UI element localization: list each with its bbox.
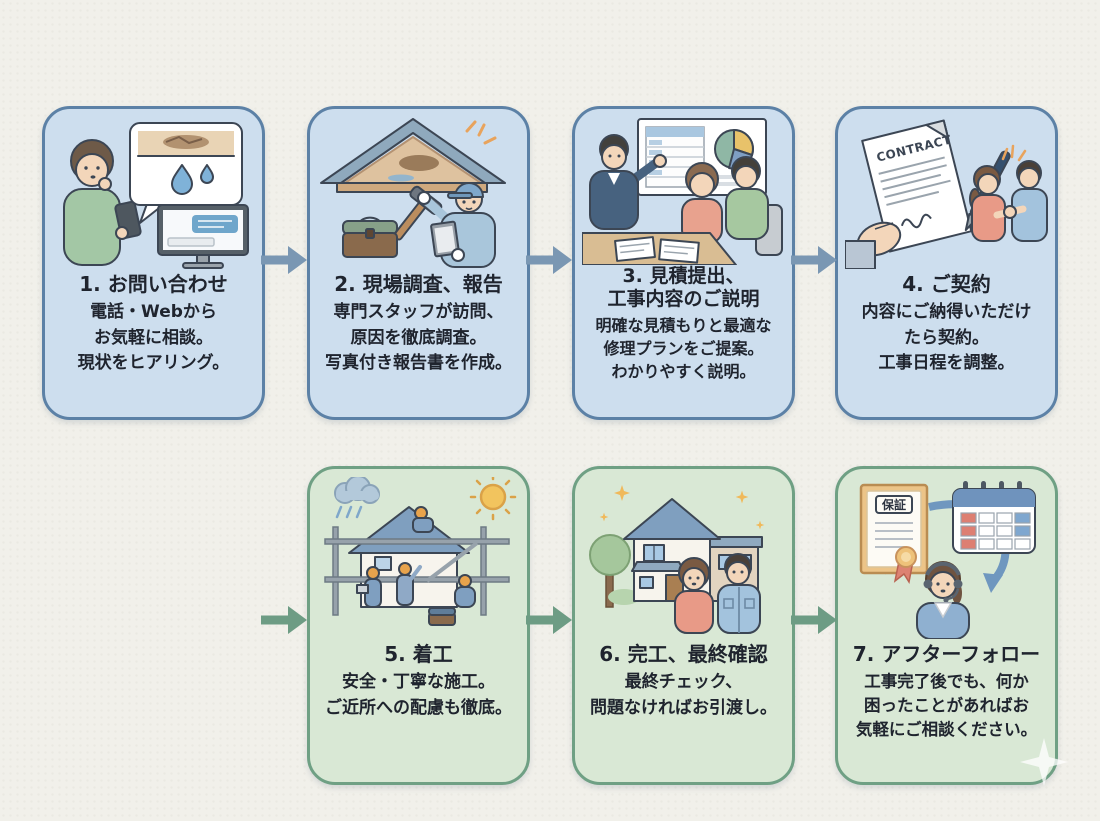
worker-with-laptop-icon bbox=[355, 566, 382, 608]
construction-illustration-icon bbox=[323, 477, 516, 626]
step-card-6: 6. 完工、最終確認 最終チェック、 問題なければお引渡し。 bbox=[572, 466, 795, 785]
step-title: 3. 見積提出、 工事内容のご説明 bbox=[607, 265, 760, 311]
support-operator-icon bbox=[915, 561, 970, 639]
step-title: 6. 完工、最終確認 bbox=[599, 642, 768, 666]
step-description: 工事完了後でも、何か 困ったことがあればお 気軽にご相談ください。 bbox=[855, 672, 1038, 740]
corner-sparkle-icon bbox=[1020, 738, 1068, 786]
flow-arrow-1-icon bbox=[261, 246, 307, 274]
hand-icon bbox=[844, 221, 901, 269]
monitor-icon bbox=[156, 204, 249, 269]
flow-arrow-3-icon bbox=[791, 246, 837, 274]
warranty-label: 保証 bbox=[880, 497, 905, 512]
attic-roof-icon bbox=[319, 118, 506, 193]
calendar-icon bbox=[951, 481, 1036, 554]
toolbox-icon bbox=[341, 216, 398, 258]
estimate-illustration-icon bbox=[581, 118, 783, 265]
crouching-worker-icon bbox=[453, 574, 476, 608]
step-description: 専門スタッフが訪問、 原因を徹底調査。 写真付き報告書を作成。 bbox=[325, 302, 512, 374]
step-description: 電話・Webから お気軽に相談。 現状をヒアリング。 bbox=[77, 302, 230, 374]
step-description: 最終チェック、 問題なければお引渡し。 bbox=[590, 672, 777, 718]
step-title: 1. お問い合わせ bbox=[79, 272, 228, 296]
flow-arrow-5-icon bbox=[526, 606, 572, 634]
worker-hammering-icon bbox=[395, 562, 422, 606]
step-title: 2. 現場調査、報告 bbox=[334, 272, 503, 296]
step-description: 内容にご納得いただけ たら契約。 工事日程を調整。 bbox=[861, 302, 1032, 374]
step-card-7: 保証 bbox=[835, 466, 1058, 785]
step-card-3: 3. 見積提出、 工事内容のご説明 明確な見積もりと最適な 修理プランをご提案。… bbox=[572, 106, 795, 420]
flow-arrow-4-icon bbox=[261, 606, 307, 634]
step-title: 4. ご契約 bbox=[902, 272, 991, 296]
contract-document-icon: CONTRACT bbox=[860, 119, 972, 253]
handshake-sparkle-icon bbox=[1001, 144, 1026, 162]
step-description: 安全・丁寧な施工。 ご近所への配慮も徹底。 bbox=[325, 672, 512, 718]
warranty-certificate-icon: 保証 bbox=[859, 483, 928, 585]
meeting-table-icon bbox=[581, 232, 737, 265]
step-title: 7. アフターフォロー bbox=[852, 642, 1041, 666]
clients-icon bbox=[680, 156, 783, 256]
inspector-icon bbox=[416, 182, 496, 268]
tree-icon bbox=[588, 534, 640, 608]
step-description: 明確な見積もりと最適な 修理プランをご提案。 わかりやすく説明。 bbox=[595, 316, 772, 381]
contract-illustration-icon: CONTRACT bbox=[844, 119, 1048, 269]
step-card-4: CONTRACT bbox=[835, 106, 1058, 420]
step-card-5: 5. 着工 安全・丁寧な施工。 ご近所への配慮も徹底。 bbox=[307, 466, 530, 785]
step-card-1: 1. お問い合わせ 電話・Webから お気軽に相談。 現状をヒアリング。 bbox=[42, 106, 265, 420]
roof-worker-icon bbox=[411, 506, 434, 533]
after-follow-illustration-icon: 保証 bbox=[859, 481, 1036, 639]
presenter-icon bbox=[588, 134, 667, 230]
sparkle-icon bbox=[465, 120, 496, 145]
handshake-people-icon bbox=[968, 160, 1048, 242]
sparkle-icon bbox=[599, 485, 764, 530]
step-card-2: 2. 現場調査、報告 専門スタッフが訪問、 原因を徹底調査。 写真付き報告書を作… bbox=[307, 106, 530, 420]
flow-arrow-2-icon bbox=[526, 246, 572, 274]
flow-arrow-6-icon bbox=[791, 606, 837, 634]
small-toolbox-icon bbox=[427, 607, 456, 626]
survey-illustration-icon bbox=[319, 118, 506, 268]
residents-icon bbox=[673, 553, 761, 634]
person-icon bbox=[62, 139, 142, 266]
rain-cloud-icon bbox=[333, 477, 380, 519]
completion-illustration-icon bbox=[588, 485, 764, 634]
sun-icon bbox=[469, 477, 516, 521]
step-title: 5. 着工 bbox=[384, 642, 453, 666]
inquiry-illustration-icon bbox=[62, 122, 249, 269]
